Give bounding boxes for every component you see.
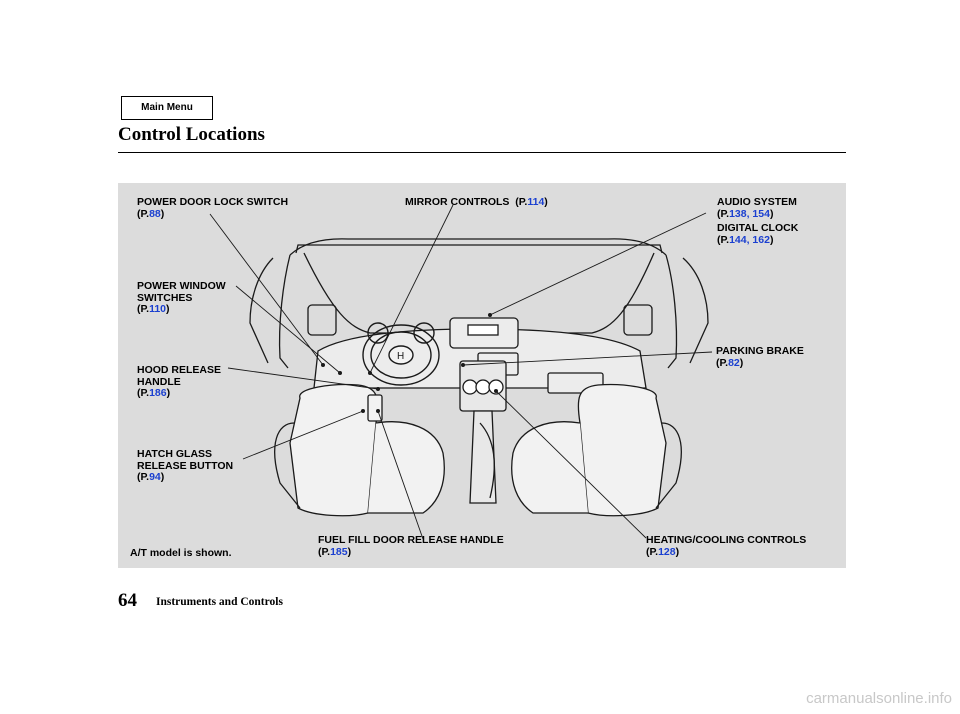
page-title: Control Locations: [118, 124, 265, 145]
model-note: A/T model is shown.: [130, 547, 232, 559]
passenger-seat-side: [655, 422, 682, 509]
callout-hatch-glass: HATCH GLASS RELEASE BUTTON (P.94): [137, 448, 234, 483]
section-title: Instruments and Controls: [156, 596, 283, 608]
callout-title: MIRROR CONTROLS: [405, 196, 510, 208]
dot-parking-brake: [461, 363, 465, 367]
title-divider: [118, 152, 846, 153]
page-link-144-162[interactable]: 144, 162: [729, 233, 770, 246]
callout-fuel-fill: FUEL FILL DOOR RELEASE HANDLE (P.185): [318, 534, 504, 558]
hvac-knob-center: [475, 379, 491, 395]
left-mirror: [307, 304, 337, 336]
page-link-110[interactable]: 110: [149, 303, 167, 315]
leader-fuel-fill: [377, 410, 424, 540]
page-number: 64: [118, 590, 137, 611]
interior-diagram: H: [118, 183, 846, 568]
dot-audio-system: [488, 313, 492, 317]
callout-digital-clock: DIGITAL CLOCK (P.144, 162): [717, 222, 799, 246]
hvac-knob-left: [462, 379, 478, 395]
parking-brake-lever: [479, 422, 495, 499]
roof-line: [289, 238, 667, 256]
right-door-frame: [682, 257, 709, 364]
right-mirror: [623, 304, 653, 336]
page-link-94[interactable]: 94: [149, 471, 161, 483]
leader-parking-brake: [462, 351, 713, 366]
tachometer: [413, 322, 435, 344]
page-link-128[interactable]: 128: [658, 545, 676, 558]
callout-parking-brake: PARKING BRAKE (P.82): [716, 345, 804, 369]
hvac-knob-right: [488, 379, 504, 395]
dot-power-window: [338, 371, 342, 375]
hood-release-handle: [367, 394, 383, 422]
speedometer: [367, 322, 389, 344]
dot-fuel-fill: [376, 409, 380, 413]
page-link-185[interactable]: 185: [330, 545, 348, 558]
vehicle-interior-illustration: H: [209, 204, 713, 540]
left-pillar: [278, 254, 291, 369]
page-link-138-154[interactable]: 138, 154: [729, 207, 770, 220]
leader-heating-cooling: [495, 390, 647, 539]
callout-title: FUEL FILL DOOR RELEASE HANDLE: [318, 534, 504, 546]
driver-seat-side: [274, 422, 301, 509]
leader-hood-release: [227, 367, 379, 390]
watermark: carmanualsonline.info: [806, 690, 952, 707]
passenger-seat-cushion: [511, 421, 588, 514]
main-menu-button[interactable]: Main Menu: [121, 96, 213, 120]
callout-title: POWER DOOR LOCK SWITCH: [137, 196, 289, 208]
page-link-186[interactable]: 186: [149, 387, 167, 399]
page-link-114[interactable]: 114: [527, 196, 545, 208]
leader-power-door-lock: [209, 213, 324, 366]
passenger-seat-back: [577, 383, 667, 517]
dot-hatch-glass: [361, 409, 365, 413]
callout-title: DIGITAL CLOCK: [717, 222, 799, 234]
steering-wheel: [362, 324, 440, 386]
horn-pad: [388, 345, 414, 365]
leader-mirror-controls: [369, 204, 454, 374]
callout-power-door-lock: POWER DOOR LOCK SWITCH (P.88): [137, 196, 289, 220]
callout-title: HATCH GLASS: [137, 448, 213, 460]
callout-title: HOOD RELEASE: [137, 364, 222, 376]
audio-display: [467, 324, 499, 336]
callout-title: HANDLE: [137, 375, 181, 388]
dot-heating-cooling: [494, 389, 498, 393]
shift-console: [469, 410, 497, 504]
driver-seat-back: [289, 383, 379, 517]
callout-audio-system: AUDIO SYSTEM (P.138, 154): [717, 196, 797, 220]
page-link-82[interactable]: 82: [728, 356, 740, 369]
driver-seat-cushion: [368, 421, 445, 514]
leader-audio-system: [489, 212, 707, 316]
callout-title: SWITCHES: [137, 291, 193, 304]
leader-power-window: [235, 285, 341, 374]
callout-title: POWER WINDOW: [137, 280, 226, 292]
page-link-88[interactable]: 88: [149, 207, 161, 220]
callout-mirror-controls: MIRROR CONTROLS (P.114): [405, 196, 548, 208]
right-pillar: [665, 254, 678, 369]
callout-power-window: POWER WINDOW SWITCHES (P.110): [137, 280, 226, 315]
brand-emblem: H: [397, 351, 404, 362]
left-door-frame: [249, 257, 274, 364]
callout-heating-cooling: HEATING/COOLING CONTROLS (P.128): [646, 534, 807, 558]
leader-hatch-glass: [242, 410, 364, 460]
callout-hood-release: HOOD RELEASE HANDLE (P.186): [137, 364, 222, 399]
callout-title: PARKING BRAKE: [716, 345, 804, 357]
steering-wheel-inner: [370, 331, 432, 379]
dot-mirror-controls: [368, 371, 372, 375]
dot-hood-release: [376, 387, 380, 391]
callout-title: RELEASE BUTTON: [137, 459, 234, 472]
dot-power-door-lock: [321, 363, 325, 367]
windshield-top: [295, 244, 663, 254]
callout-title: AUDIO SYSTEM: [717, 196, 797, 208]
callout-title: HEATING/COOLING CONTROLS: [646, 534, 807, 546]
